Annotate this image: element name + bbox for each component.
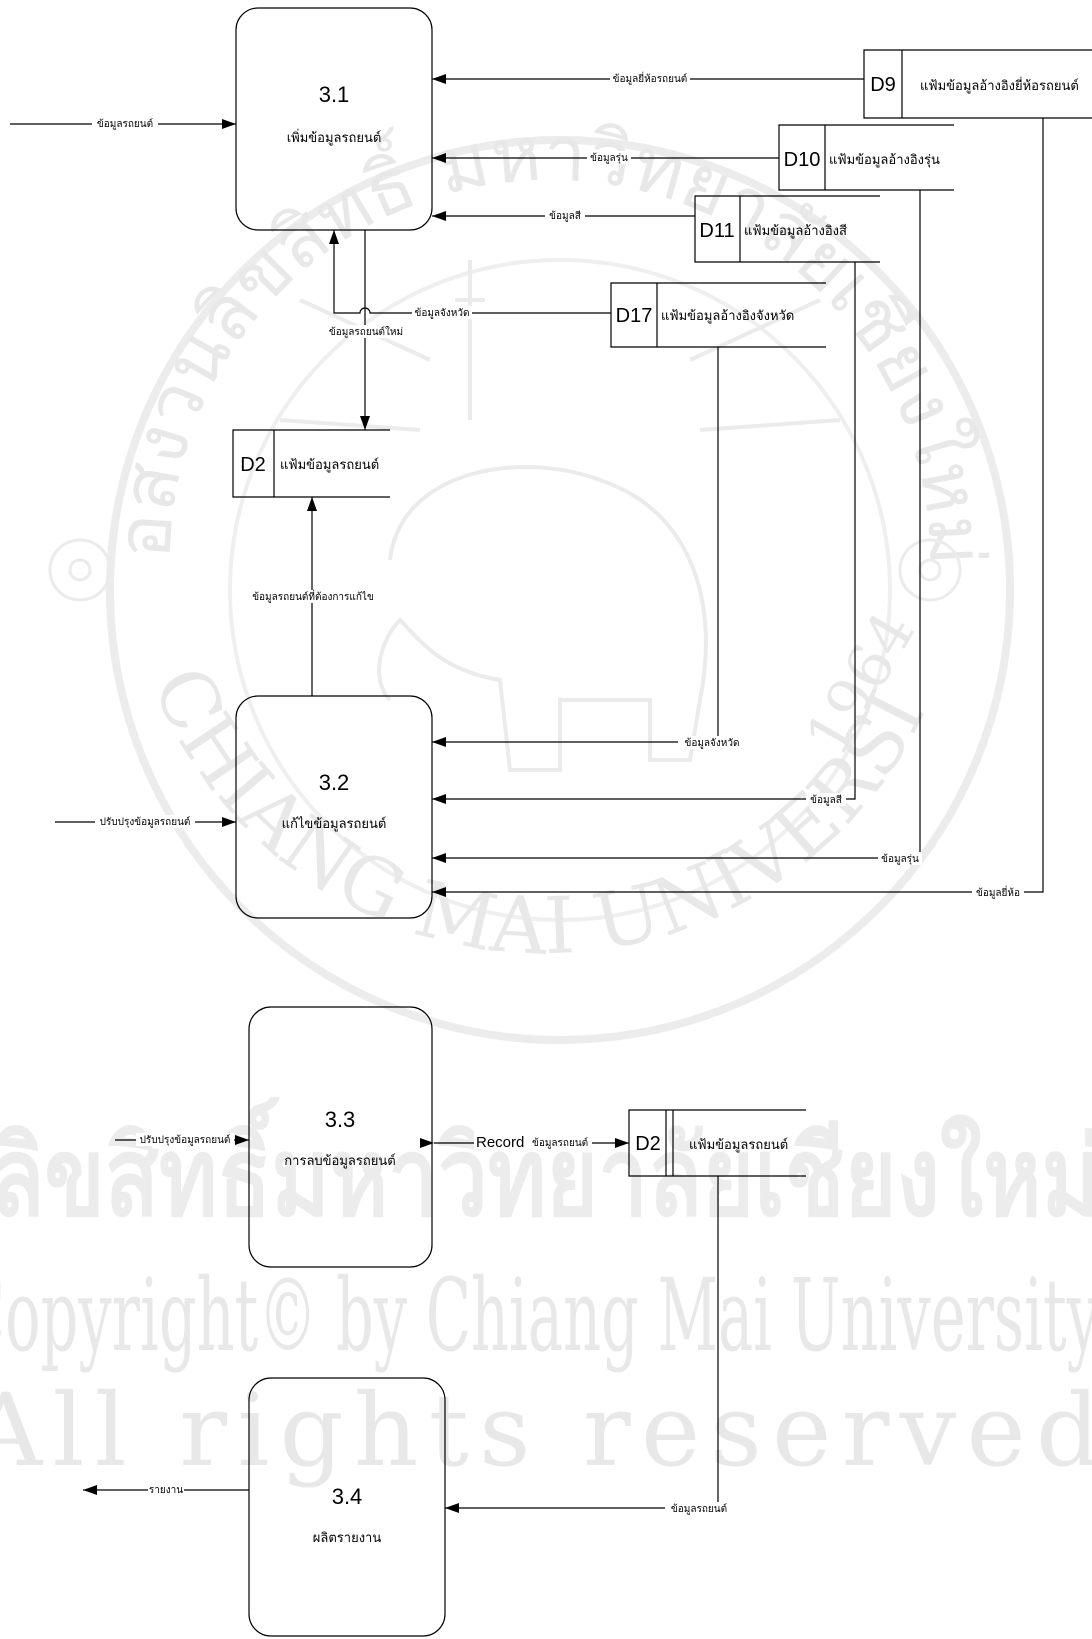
store-d2-upper[interactable]: D2 แฟ้มข้อมูลรถยนต์ xyxy=(233,430,390,497)
store-name: แฟ้มข้อมูลรถยนต์ xyxy=(689,1137,788,1153)
store-name: แฟ้มข้อมูลอ้างอิงจังหวัด xyxy=(661,309,794,324)
flow-d17-to-3-2[interactable]: ข้อมูลจังหวัด xyxy=(432,347,746,749)
thai-copyright-band: ลิขสิทธิ์มหาวิทยาลัยเชียงใหม่ xyxy=(0,1096,1092,1241)
store-name: แฟ้มข้อมูลอ้างอิงยี่ห้อรถยนต์ xyxy=(920,77,1079,94)
flow-label: ข้อมูลสี xyxy=(549,210,581,222)
flow-label: ปรับปรุงข้อมูลรถยนต์ xyxy=(140,1134,231,1146)
university-watermark: อสงวนลิขสิทธิ์ มหาวิทยาลัยเชียงใหม่ CHIA… xyxy=(0,0,1092,1489)
store-d10[interactable]: D10 แฟ้มข้อมูลอ้างอิงรุ่น xyxy=(779,125,954,190)
flow-label: ข้อมูลรถยนต์ xyxy=(97,118,153,130)
flow-label: ข้อมูลรถยนต์ xyxy=(671,1503,727,1515)
store-d9[interactable]: D9 แฟ้มข้อมูลอ้างอิงยี่ห้อรถยนต์ xyxy=(864,50,1092,118)
flow-label: ข้อมูลจังหวัด xyxy=(684,737,739,749)
seal-arc-top-text: อสงวนลิขสิทธิ์ มหาวิทยาลัยเชียงใหม่ xyxy=(98,108,1001,567)
flow-label: ข้อมูลยี่ห้อรถยนต์ xyxy=(613,71,688,85)
flow-update-in-3-2[interactable]: ปรับปรุงข้อมูลรถยนต์ xyxy=(55,815,236,828)
store-code: D2 xyxy=(240,454,266,476)
store-code: D10 xyxy=(784,149,821,171)
store-d17[interactable]: D17 แฟ้มข้อมูลอ้างอิงจังหวัด xyxy=(611,283,826,347)
flower-ornament-left-icon xyxy=(50,540,110,600)
flow-label: ข้อมูลรุ่น xyxy=(590,152,628,164)
flow-label: ข้อมูลรถยนต์ที่ต้องการแก้ไข xyxy=(252,589,374,603)
copyright-line: Copyright© by Chiang Mai University xyxy=(0,1257,1092,1374)
process-number: 3.3 xyxy=(325,1107,356,1132)
flow-label: ข้อมูลจังหวัด xyxy=(414,307,469,319)
flow-label: ข้อมูลยี่ห้อ xyxy=(976,885,1020,899)
flow-label-prefix: Record xyxy=(476,1134,524,1151)
flow-car-data-in-3-1[interactable]: ข้อมูลรถยนต์ xyxy=(10,117,236,130)
store-code: D2 xyxy=(635,1133,661,1155)
process-number: 3.1 xyxy=(319,82,350,107)
flow-label: ข้อมูลรุ่น xyxy=(881,853,919,865)
flow-label: ปรับปรุงข้อมูลรถยนต์ xyxy=(100,816,191,828)
process-name: ผลิตรายงาน xyxy=(313,1531,382,1546)
flow-d9-to-3-1[interactable]: ข้อมูลยี่ห้อรถยนต์ xyxy=(432,71,864,85)
flow-label: ข้อมูลรถยนต์ใหม่ xyxy=(329,326,403,338)
store-code: D9 xyxy=(870,74,896,96)
store-name: แฟ้มข้อมูลอ้างอิงรุ่น xyxy=(829,153,940,168)
process-name: เพิ่มข้อมูลรถยนต์ xyxy=(287,129,382,146)
flow-label: ข้อมูลรถยนต์ xyxy=(532,1137,588,1149)
process-number: 3.4 xyxy=(332,1484,363,1509)
store-name: แฟ้มข้อมูลรถยนต์ xyxy=(280,457,379,473)
store-code: D11 xyxy=(699,220,734,242)
flow-d17-to-3-1[interactable]: ข้อมูลจังหวัด xyxy=(334,230,611,319)
process-name: แก้ไขข้อมูลรถยนต์ xyxy=(282,816,387,832)
flow-label: รายงาน xyxy=(149,1485,183,1496)
flow-label: ข้อมูลสี xyxy=(810,794,842,806)
flow-3-2-to-d2[interactable]: ข้อมูลรถยนต์ที่ต้องการแก้ไข xyxy=(252,497,374,696)
store-name: แฟ้มข้อมูลอ้างอิงสี xyxy=(744,223,847,239)
flow-d11-to-3-2[interactable]: ข้อมูลสี xyxy=(432,262,855,806)
process-number: 3.2 xyxy=(319,770,350,795)
process-name: การลบข้อมูลรถยนต์ xyxy=(284,1153,395,1169)
store-code: D17 xyxy=(616,305,653,327)
rights-line: All rights reserved xyxy=(0,1372,1092,1489)
